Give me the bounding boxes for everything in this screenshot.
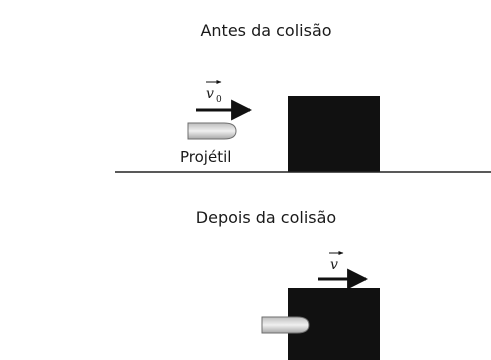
velocity-symbol: v <box>330 257 338 273</box>
projectile-embedded <box>261 316 310 334</box>
initial-velocity-label: v 0 <box>206 80 222 105</box>
velocity-symbol: v <box>206 86 214 102</box>
before-title: Antes da colisão <box>200 21 331 40</box>
block-before <box>288 96 380 172</box>
velocity-subscript: 0 <box>216 95 222 105</box>
after-title: Depois da colisão <box>196 208 336 227</box>
before-panel: Antes da colisão v 0 Projétil <box>115 21 491 173</box>
final-velocity-label: v <box>329 251 344 273</box>
projectile-before <box>187 122 237 140</box>
projectile-label: Projétil <box>180 148 231 166</box>
after-panel: Depois da colisão v <box>196 208 380 360</box>
